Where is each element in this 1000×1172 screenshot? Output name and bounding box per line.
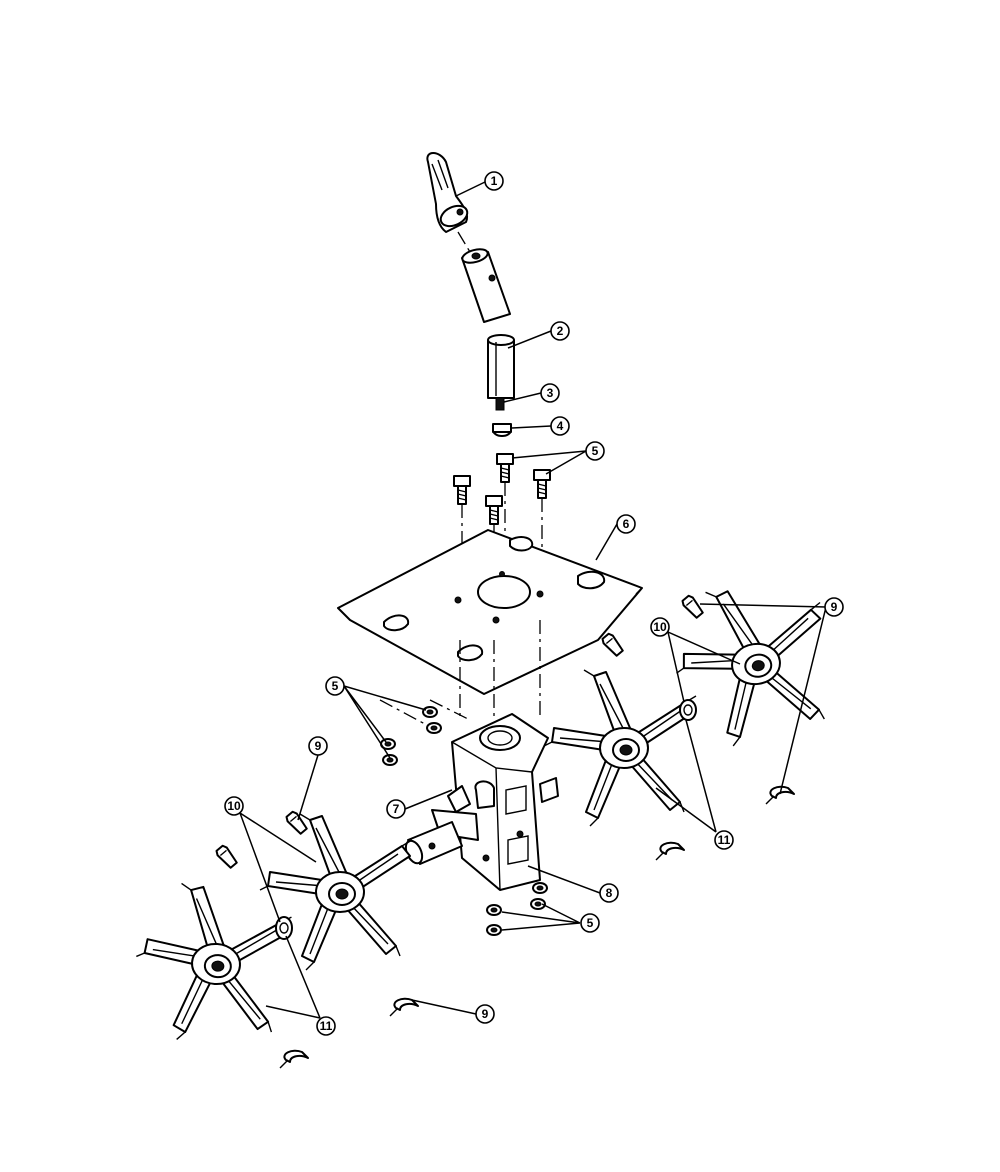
shaft [487, 334, 515, 399]
callout-2: 2 [550, 321, 570, 341]
set-screw [495, 397, 505, 411]
callout-4: 4 [550, 416, 570, 436]
callout-11-right: 11 [714, 830, 734, 850]
clip-left-bottom [279, 1049, 309, 1069]
callout-8: 8 [599, 883, 619, 903]
bolt-front [485, 495, 503, 525]
clip-right-bottom [655, 841, 685, 861]
callout-1: 1 [484, 171, 504, 191]
callout-1-label: 1 [491, 174, 498, 188]
callout-7-label: 7 [393, 802, 400, 816]
callout-9-bottom: 9 [475, 1004, 495, 1024]
bolt-right [533, 469, 551, 499]
nut-8 [486, 924, 502, 936]
callout-9-left-label: 9 [315, 739, 322, 753]
tine-left-front [129, 879, 295, 1048]
callout-11-left-label: 11 [320, 1019, 333, 1033]
nut-5 [532, 882, 548, 894]
tine-left-rear [259, 813, 413, 971]
handle-grip [426, 152, 469, 233]
callout-5-top-label: 5 [592, 444, 599, 458]
callout-9-right: 9 [824, 597, 844, 617]
bolt-center [496, 453, 514, 483]
bolt-left [453, 475, 471, 505]
callout-10-right: 10 [650, 617, 670, 637]
clip-left-middle [389, 997, 419, 1017]
pin-right-top [679, 593, 706, 621]
callout-8-label: 8 [606, 886, 613, 900]
nut-1 [422, 706, 438, 718]
callout-10-left: 10 [224, 796, 244, 816]
callout-10-left-label: 10 [227, 799, 241, 813]
pin-left-top [283, 809, 310, 837]
callout-6-label: 6 [623, 517, 630, 531]
callout-10-right-label: 10 [653, 620, 667, 634]
callout-5-left: 5 [325, 676, 345, 696]
collar [492, 423, 512, 437]
clip-right-top [765, 785, 795, 805]
upper-tube [461, 248, 511, 323]
callout-7: 7 [386, 799, 406, 819]
callout-3-label: 3 [547, 386, 554, 400]
callout-9-bottom-label: 9 [482, 1007, 489, 1021]
pin-right-mid [599, 631, 626, 659]
gearbox [404, 713, 559, 891]
callout-9-right-label: 9 [831, 600, 838, 614]
callout-11-left: 11 [316, 1016, 336, 1036]
washer-left [275, 916, 293, 940]
callout-3: 3 [540, 383, 560, 403]
tine-right-front [543, 669, 697, 827]
washer-right [679, 699, 697, 721]
callout-5-bottom: 5 [580, 913, 600, 933]
leader-lines [239, 181, 827, 1019]
mounting-plate [337, 529, 643, 695]
callout-4-label: 4 [557, 419, 564, 433]
nut-7 [486, 904, 502, 916]
callout-9-left: 9 [308, 736, 328, 756]
callout-2-label: 2 [557, 324, 564, 338]
callout-11-right-label: 11 [718, 833, 731, 847]
callout-6: 6 [616, 514, 636, 534]
callout-5-left-label: 5 [332, 679, 339, 693]
callout-5-bottom-label: 5 [587, 916, 594, 930]
nut-2 [426, 722, 442, 734]
nut-4 [382, 754, 398, 766]
callout-5-top: 5 [585, 441, 605, 461]
pin-left-mid [213, 843, 240, 871]
